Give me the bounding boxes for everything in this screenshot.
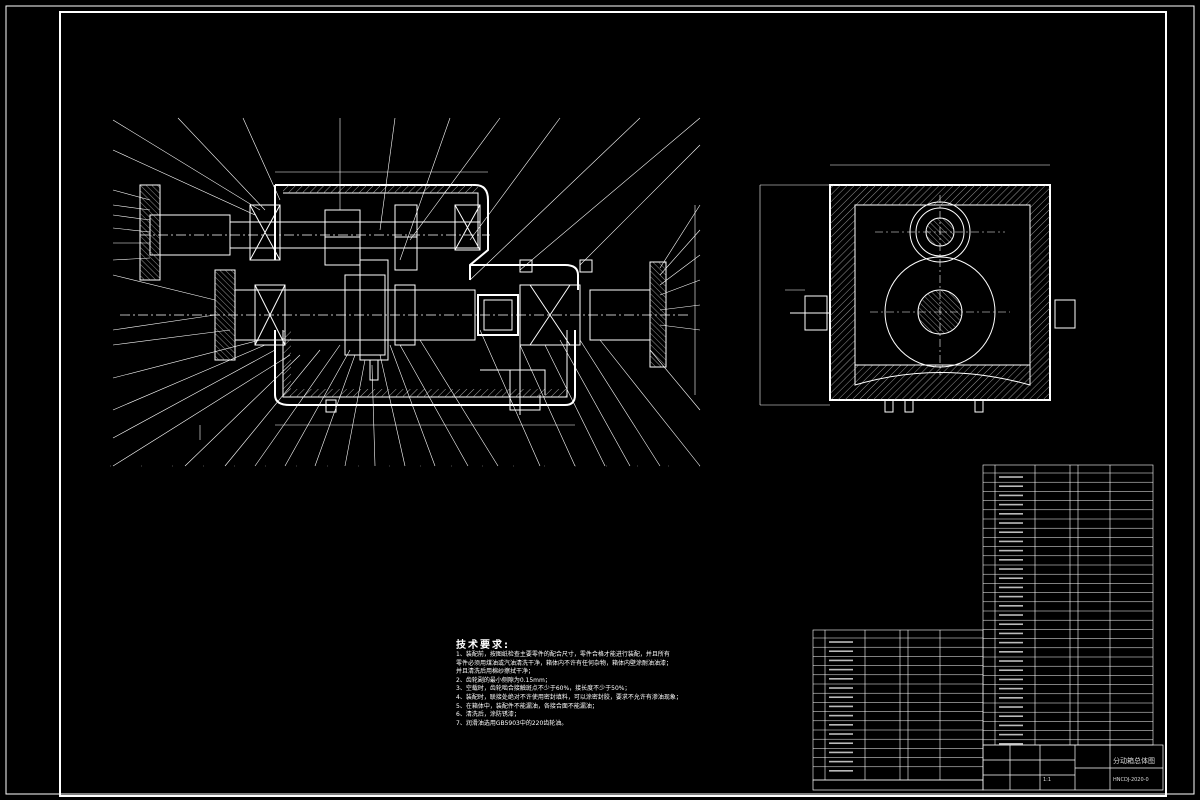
- table-cell-text-mark: [999, 706, 1023, 708]
- table-cell-text-mark: [999, 494, 1023, 497]
- table-cell-text-mark: [829, 724, 853, 726]
- parts-list-upper-rows: [983, 472, 1153, 745]
- parts-list-lower: [812, 629, 984, 781]
- table-cell-text-mark: [999, 605, 1023, 607]
- requirement-line: 7、润滑油选用GB5903中的220齿轮油。: [456, 719, 568, 727]
- table-cell-text-mark: [829, 687, 853, 689]
- table-cell-text-mark: [999, 540, 1023, 543]
- outer-frame: [5, 5, 1195, 795]
- table-cell-text-mark: [999, 476, 1023, 478]
- requirement-line: 并且清洗后用棉纱擦拭干净；: [456, 668, 535, 676]
- parts-list-lower-rows: [813, 637, 983, 772]
- table-cell-text-mark: [999, 733, 1023, 736]
- table-cell-text-mark: [999, 687, 1023, 690]
- table-cell-text-mark: [999, 669, 1023, 672]
- requirement-line: 4、装配时，联接处绝对不许使用密封填料，可以涂密封胶，要求不允许有渗油现象；: [456, 693, 682, 701]
- table-cell-text-mark: [829, 678, 853, 680]
- table-cell-text-mark: [999, 697, 1023, 699]
- table-cell-text-mark: [999, 623, 1023, 626]
- requirement-line: 2、齿轮副的最小侧隙为0.15mm；: [456, 676, 551, 684]
- table-cell-text-mark: [829, 696, 853, 699]
- table-cell-text-mark: [999, 559, 1023, 561]
- table-cell-text-mark: [999, 743, 1023, 745]
- table-cell-text-mark: [999, 632, 1023, 635]
- table-cell-text-mark: [999, 577, 1023, 580]
- table-cell-text-mark: [999, 503, 1023, 506]
- section-view: [120, 171, 696, 440]
- drawing-number: HNCDJ-2020-0: [1113, 777, 1149, 783]
- table-cell-text-mark: [829, 733, 853, 735]
- drawing-scale: 1:1: [1043, 777, 1052, 783]
- table-cell-text-mark: [829, 770, 853, 772]
- requirement-line: 6、清洗后，涂防锈漆；: [456, 711, 520, 719]
- table-cell-text-mark: [999, 586, 1023, 589]
- table-cell-text-mark: [999, 660, 1023, 662]
- inner-frame: [59, 11, 1167, 797]
- table-cell-text-mark: [999, 522, 1023, 524]
- table-cell-text-mark: [829, 659, 853, 662]
- table-cell-text-mark: [829, 705, 853, 708]
- table-cell-text-mark: [999, 715, 1023, 718]
- table-cell-text-mark: [999, 485, 1023, 488]
- table-cell-text-mark: [829, 641, 853, 643]
- leader-lines: [110, 117, 701, 467]
- technical-requirements-title: 技术要求:: [456, 640, 510, 651]
- side-view: [759, 164, 1076, 413]
- table-cell-text-mark: [999, 513, 1023, 515]
- requirement-line: 3、空载时，齿轮啮合接触斑点不少于60%，接长度不少于50%；: [456, 685, 631, 693]
- table-cell-text-mark: [999, 651, 1023, 653]
- table-cell-text-mark: [829, 742, 853, 745]
- table-cell-text-mark: [829, 650, 853, 653]
- requirement-line: 5、在箱体中，装配件不能漏油，各接合面不能漏油；: [456, 702, 598, 710]
- requirement-line: 零件必须用煤油或汽油清洗干净，箱体内不许有任何杂物，箱体内壁涂耐油油漆；: [456, 659, 673, 667]
- technical-requirements: 技术要求: 1、装配前，按图纸检查主要零件的配合尺寸，零件合格才能进行装配，并且…: [456, 636, 756, 728]
- drawing-title: 分动箱总体图: [1113, 757, 1155, 765]
- table-cell-text-mark: [999, 641, 1023, 644]
- table-cell-text-mark: [999, 549, 1023, 552]
- table-cell-text-mark: [829, 714, 853, 717]
- table-cell-text-mark: [999, 678, 1023, 681]
- table-cell-text-mark: [999, 595, 1023, 598]
- requirement-line: 1、装配前，按图纸检查主要零件的配合尺寸，零件合格才能进行装配，并且所有: [456, 651, 670, 658]
- table-cell-text-mark: [999, 724, 1023, 727]
- title-block: [812, 744, 1164, 791]
- table-cell-text-mark: [999, 531, 1023, 534]
- table-cell-text-mark: [999, 568, 1023, 570]
- table-cell-text-mark: [829, 668, 853, 671]
- table-cell-text-mark: [829, 760, 853, 763]
- table-cell-text-mark: [999, 614, 1023, 616]
- table-cell-text-mark: [829, 751, 853, 754]
